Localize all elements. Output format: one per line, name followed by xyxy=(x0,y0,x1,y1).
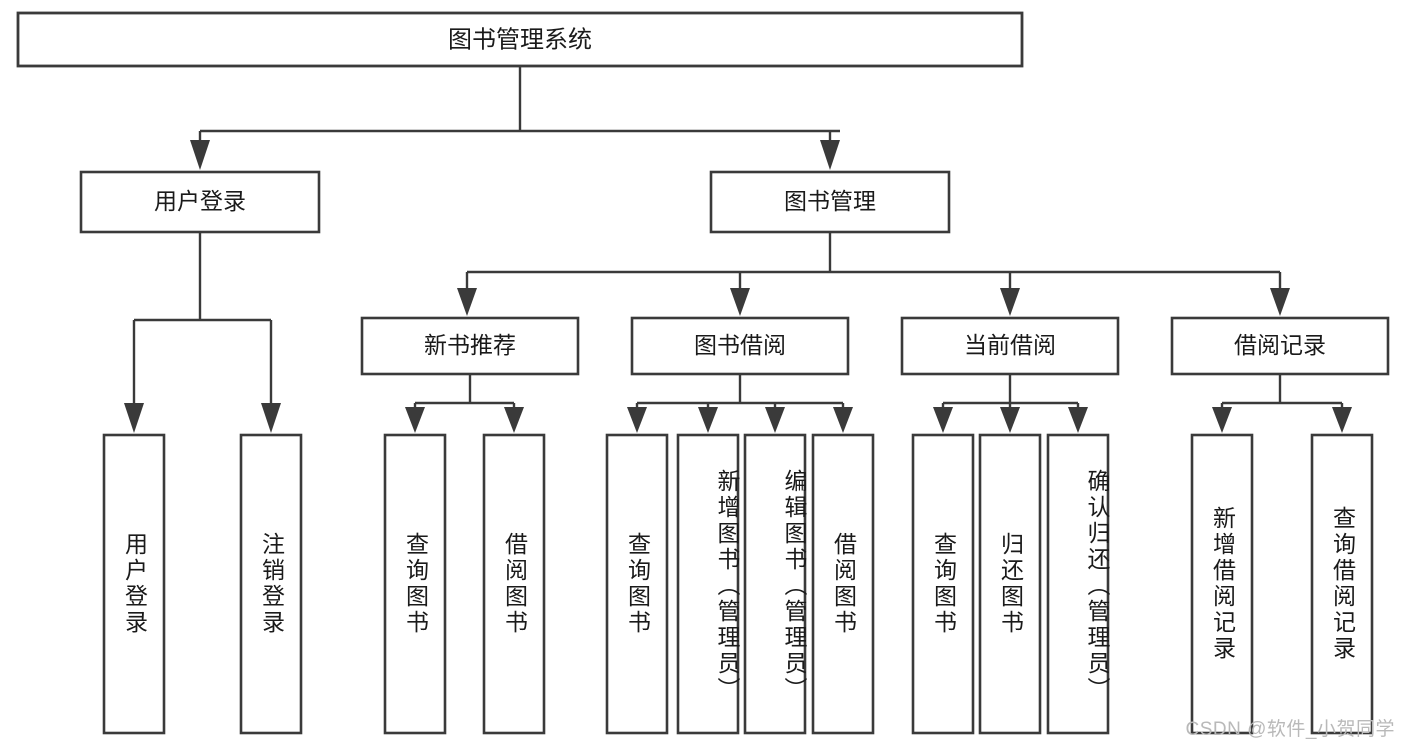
node-leaf-borrow-book-rect[interactable] xyxy=(811,433,875,735)
leaf-boxes-layer xyxy=(102,433,1374,735)
arrow-head-leaf-query-book-borrow xyxy=(627,407,647,433)
node-leaf-user-login-rect[interactable] xyxy=(102,433,166,735)
arrow-head-book-management xyxy=(820,140,840,170)
node-root-label: 图书管理系统 xyxy=(448,26,592,53)
node-book-borrow-rect[interactable] xyxy=(630,316,850,376)
node-root[interactable]: 图书管理系统 xyxy=(16,11,1024,68)
node-book-borrow-label: 图书借阅 xyxy=(694,332,786,358)
node-leaf-query-book-borrow-rect[interactable] xyxy=(605,433,669,735)
arrow-head-leaf-borrow-book-recommend xyxy=(504,407,524,433)
arrow-head-leaf-query-book-recommend xyxy=(405,407,425,433)
node-book-management-rect[interactable] xyxy=(709,170,951,234)
arrow-head-leaf-add-book-admin xyxy=(698,407,718,433)
node-root-rect[interactable] xyxy=(16,11,1024,68)
node-book-management[interactable]: 图书管理 xyxy=(709,170,951,234)
node-borrow-record-label: 借阅记录 xyxy=(1234,332,1326,358)
arrow-head-borrow-record xyxy=(1270,288,1290,316)
node-book-borrow[interactable]: 图书借阅 xyxy=(630,316,850,376)
arrow-head-new-book-recommend xyxy=(457,288,477,316)
node-borrow-record[interactable]: 借阅记录 xyxy=(1170,316,1390,376)
arrow-head-leaf-add-borrow-record xyxy=(1212,407,1232,433)
node-book-management-label: 图书管理 xyxy=(784,188,876,214)
arrow-head-leaf-query-borrow-record xyxy=(1332,407,1352,433)
arrow-head-leaf-edit-book-admin xyxy=(765,407,785,433)
edges-layer xyxy=(124,66,1352,433)
node-leaf-edit-book-admin-rect[interactable] xyxy=(743,433,807,735)
node-user-login[interactable]: 用户登录 xyxy=(79,170,321,234)
node-leaf-add-borrow-record-rect[interactable] xyxy=(1190,433,1254,735)
arrow-head-leaf-confirm-return-admin xyxy=(1068,407,1088,433)
node-current-borrow-rect[interactable] xyxy=(900,316,1120,376)
node-new-book-recommend-label: 新书推荐 xyxy=(424,332,516,358)
node-leaf-add-book-admin-rect[interactable] xyxy=(676,433,740,735)
arrow-head-leaf-logout-login xyxy=(261,403,281,433)
node-leaf-return-book-rect[interactable] xyxy=(978,433,1042,735)
node-leaf-query-book-current-rect[interactable] xyxy=(911,433,975,735)
node-leaf-borrow-book-recommend-rect[interactable] xyxy=(482,433,546,735)
arrow-head-book-borrow xyxy=(730,288,750,316)
node-new-book-recommend-rect[interactable] xyxy=(360,316,580,376)
csdn-watermark: CSDN @软件_小贺同学 xyxy=(1185,719,1395,740)
node-current-borrow-label: 当前借阅 xyxy=(964,332,1056,358)
node-user-login-label: 用户登录 xyxy=(154,188,246,214)
arrow-head-current-borrow xyxy=(1000,288,1020,316)
node-user-login-rect[interactable] xyxy=(79,170,321,234)
node-leaf-query-borrow-record-rect[interactable] xyxy=(1310,433,1374,735)
arrow-head-leaf-query-book-current xyxy=(933,407,953,433)
arrow-head-leaf-user-login xyxy=(124,403,144,433)
node-current-borrow[interactable]: 当前借阅 xyxy=(900,316,1120,376)
arrow-head-user-login xyxy=(190,140,210,170)
node-borrow-record-rect[interactable] xyxy=(1170,316,1390,376)
node-leaf-logout-login-rect[interactable] xyxy=(239,433,303,735)
arrow-head-leaf-borrow-book xyxy=(833,407,853,433)
node-leaf-query-book-recommend-rect[interactable] xyxy=(383,433,447,735)
arrow-head-leaf-return-book xyxy=(1000,407,1020,433)
node-leaf-confirm-return-admin-rect[interactable] xyxy=(1046,433,1110,735)
node-new-book-recommend[interactable]: 新书推荐 xyxy=(360,316,580,376)
